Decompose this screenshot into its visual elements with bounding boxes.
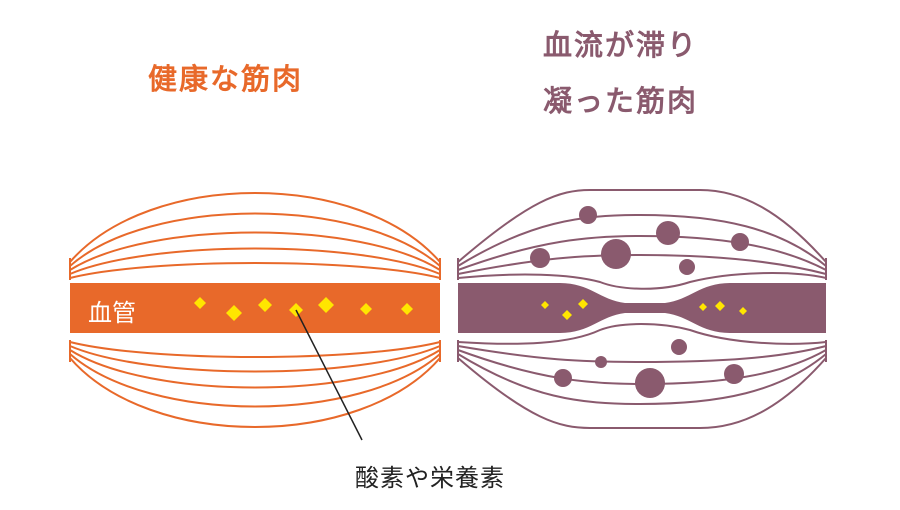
callout-line (295, 309, 363, 441)
waste-dot (554, 369, 572, 387)
waste-dot (679, 259, 695, 275)
stagnant-lower-fiber (457, 323, 827, 345)
waste-dot (656, 221, 680, 245)
stagnation-dots (530, 206, 749, 398)
waste-dot (601, 239, 631, 269)
healthy-lower-fiber (69, 357, 441, 428)
healthy-upper-fiber (69, 231, 441, 271)
nutrient-diamond (401, 303, 413, 315)
healthy-blood-vessel (70, 283, 440, 333)
stagnant-upper-fiber (457, 234, 827, 271)
waste-dot (635, 368, 665, 398)
nutrient-diamond (699, 303, 707, 311)
waste-dot (724, 364, 744, 384)
healthy-upper-fiber (69, 212, 441, 267)
stagnant-upper-fiber (457, 213, 827, 267)
nutrient-diamond (360, 303, 372, 315)
waste-dot (671, 339, 687, 355)
nutrient-diamond (194, 297, 206, 309)
stagnant-muscle-title-line1: 血流が滞り (543, 28, 699, 62)
waste-dot (731, 233, 749, 251)
healthy-lower-fiber (69, 341, 441, 358)
waste-dot (530, 248, 550, 268)
waste-dot (579, 206, 597, 224)
stagnant-blood-vessel (458, 283, 826, 333)
healthy-lower-fiber (69, 349, 441, 389)
nutrient-diamond (562, 310, 572, 320)
nutrient-diamond (258, 298, 272, 312)
stagnant-lower-fiber (457, 353, 827, 406)
healthy-upper-fiber (69, 262, 441, 279)
nutrient-callout-label: 酸素や栄養素 (355, 464, 505, 492)
stagnant-lower-fiber (457, 345, 827, 364)
stagnant-nutrients (541, 299, 747, 320)
healthy-lower-fiber (69, 353, 441, 408)
healthy-lower-fiber (69, 345, 441, 373)
nutrient-diamond (226, 305, 242, 321)
nutrient-diamond (715, 301, 725, 311)
stagnant-upper-fiber (457, 272, 827, 290)
nutrient-diamond (541, 301, 549, 309)
stagnant-upper-fiber (457, 253, 827, 275)
nutrient-diamond (318, 297, 334, 313)
stagnant-lower-fiber (457, 357, 827, 429)
healthy-upper-fiber (69, 192, 441, 263)
stagnant-upper-fiber (457, 189, 827, 263)
healthy-muscle (69, 192, 441, 428)
nutrient-diamond (578, 299, 588, 309)
stagnant-muscle-title-line2: 凝った筋肉 (543, 84, 699, 118)
healthy-nutrients (194, 297, 413, 321)
waste-dot (595, 356, 607, 368)
nutrient-diamond (739, 307, 747, 315)
healthy-muscle-title: 健康な筋肉 (148, 62, 304, 96)
healthy-upper-fiber (69, 247, 441, 275)
blood-vessel-label: 血管 (88, 299, 136, 327)
